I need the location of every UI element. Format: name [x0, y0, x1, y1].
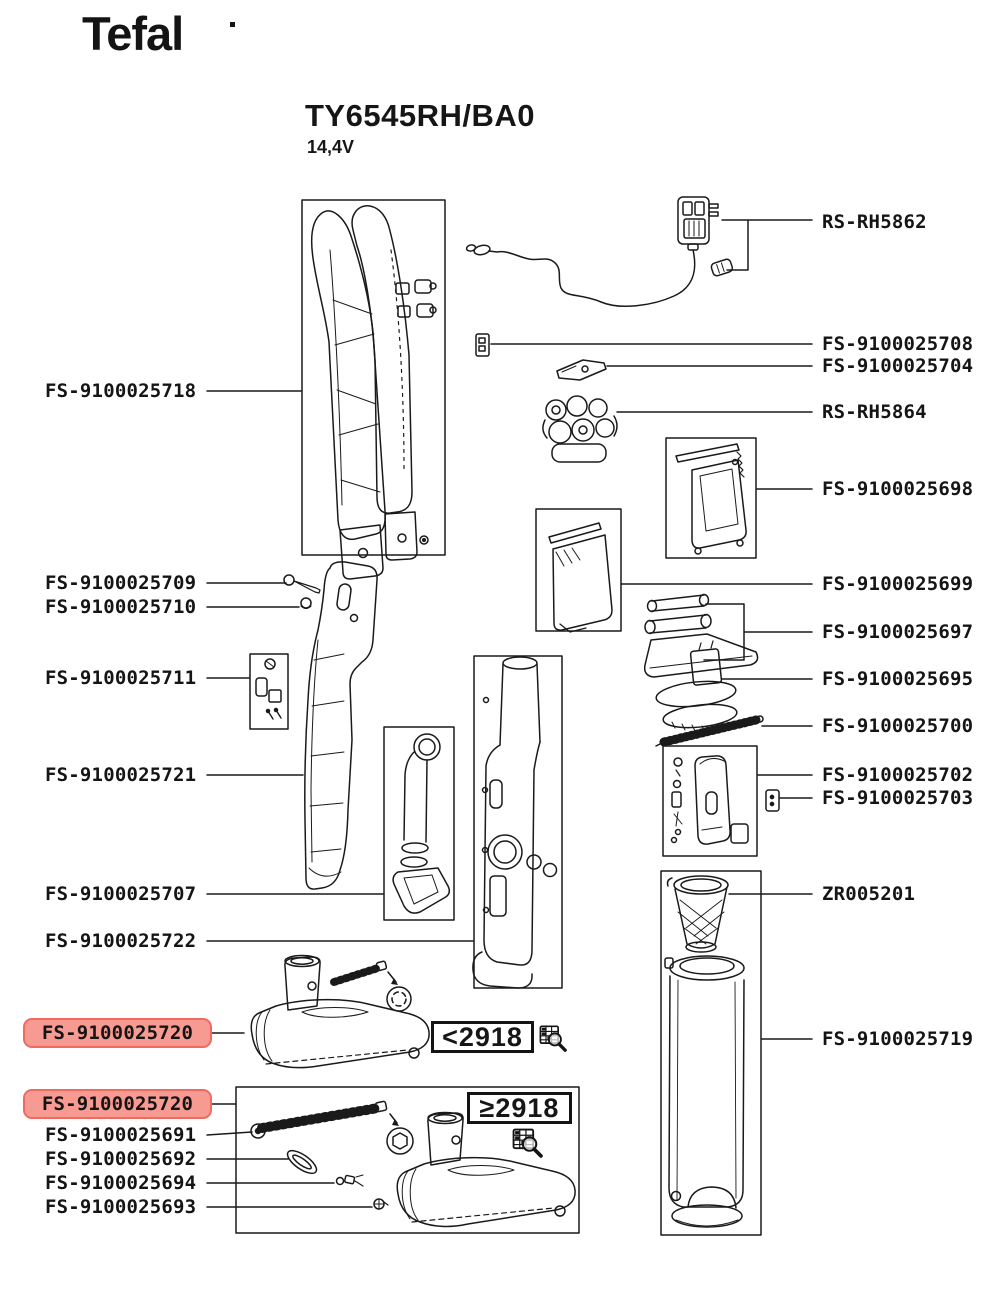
part-label-fs-9100025702: FS-9100025702 [822, 764, 974, 786]
part-label-fs-9100025695: FS-9100025695 [822, 668, 974, 690]
drawing-charger [465, 196, 734, 307]
part-label-fs-9100025704: FS-9100025704 [822, 355, 974, 377]
part-label-fs-9100025703: FS-9100025703 [822, 787, 974, 809]
drawing-head-post2918 [396, 1111, 576, 1228]
part-label-fs-9100025722: FS-9100025722 [45, 930, 197, 952]
drawing-dust-container-25719 [664, 955, 745, 1228]
part-label-fs-9100025711: FS-9100025711 [45, 667, 197, 689]
drawing-cleaning-brush-25700 [655, 715, 764, 747]
drawing-latch-25702 [670, 755, 749, 845]
part-label-fs-9100025700: FS-9100025700 [822, 715, 974, 737]
leader-lines [206, 219, 813, 1208]
part-label-fs-9100025710: FS-9100025710 [45, 596, 197, 618]
tefal-logo: Tefal [82, 7, 184, 60]
drawing-smallparts-25694 [335, 1174, 364, 1187]
page-title-model: TY6545RH/BA0 [305, 98, 535, 133]
version-marker-before-2918: <2918 [431, 1021, 534, 1053]
part-label-fs-9100025693: FS-9100025693 [45, 1196, 197, 1218]
drawing-filter-zr005201 [666, 875, 729, 953]
drawing-screw-25693 [373, 1198, 389, 1210]
drawing-motor-25695 [655, 640, 738, 733]
frame-boxes [235, 199, 762, 1236]
drawing-tube-25707 [392, 733, 451, 914]
drawing-funnel-25697 [643, 593, 759, 678]
part-label-fs-9100025708: FS-9100025708 [822, 333, 974, 355]
drawing-handle-tubes [310, 205, 437, 580]
drawing-panel-25699 [548, 522, 613, 633]
part-label-fs-9100025694: FS-9100025694 [45, 1172, 197, 1194]
drawing-housing-25698 [675, 443, 747, 555]
part-label-fs-9100025721: FS-9100025721 [45, 764, 197, 786]
drawing-brushroll-25691 [250, 1100, 414, 1155]
part-label-fs-9100025692: FS-9100025692 [45, 1148, 197, 1170]
part-label-fs-9100025709: FS-9100025709 [45, 572, 197, 594]
part-label-fs-9100025707: FS-9100025707 [45, 883, 197, 905]
drawing-smallparts-25711 [255, 658, 282, 720]
drawing-main-body-25722 [472, 656, 558, 989]
drawing-belt-25692 [286, 1149, 318, 1175]
drawing-battery-pack-rsrh5864 [542, 395, 618, 463]
drawing-pcb-clip-25708 [475, 333, 490, 357]
part-label-fs-9100025720-highlighted: FS-9100025720 [23, 1018, 212, 1048]
drawing-screw-25709 [283, 574, 321, 594]
part-label-fs-9100025718: FS-9100025718 [45, 380, 197, 402]
part-label-rs-rh5862: RS-RH5862 [822, 211, 927, 233]
drawing-brushroll-pre2918 [330, 960, 412, 1012]
drawing-button-25703 [765, 789, 780, 812]
part-label-fs-9100025698: FS-9100025698 [822, 478, 974, 500]
part-label-fs-9100025720-highlighted: FS-9100025720 [23, 1089, 212, 1119]
date-code-search-icon [512, 1127, 543, 1158]
voltage-subtitle: 14,4V [307, 137, 355, 157]
part-label-fs-9100025697: FS-9100025697 [822, 621, 974, 643]
drawing-handle-body-25721 [304, 561, 378, 890]
drawing-head-pre2918 [250, 954, 430, 1069]
version-marker-after-2918: ≥2918 [467, 1092, 572, 1124]
trademark-dot [230, 22, 235, 27]
part-label-zr005201: ZR005201 [822, 883, 916, 905]
drawing-cap-25710 [300, 597, 312, 610]
drawing-bracket-25704 [556, 359, 607, 381]
part-label-fs-9100025699: FS-9100025699 [822, 573, 974, 595]
part-label-fs-9100025691: FS-9100025691 [45, 1124, 197, 1146]
part-label-rs-rh5864: RS-RH5864 [822, 401, 927, 423]
part-label-fs-9100025719: FS-9100025719 [822, 1028, 974, 1050]
date-code-search-icon [539, 1024, 567, 1052]
